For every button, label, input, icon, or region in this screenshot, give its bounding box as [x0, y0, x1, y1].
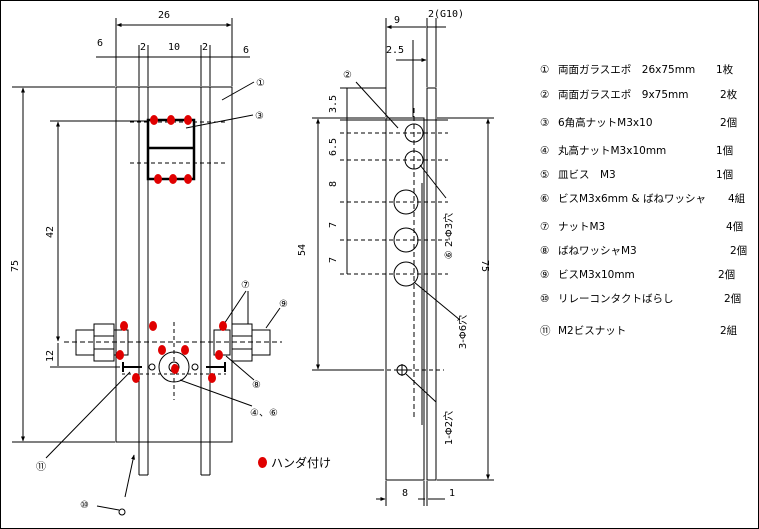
dim-2-5: 2.5 [386, 45, 404, 56]
label-hole-bottom: 1-Φ2穴 [442, 411, 455, 445]
dim-54: 54 [297, 244, 308, 256]
callout-9: ⑨ [279, 299, 288, 310]
hex-nut-outline [146, 118, 196, 181]
solder-dot [169, 174, 177, 184]
solder-dot [120, 321, 128, 331]
solder-dot [219, 321, 227, 331]
callout-2: ② [343, 70, 352, 81]
dim-width-26: 26 [158, 10, 170, 21]
solder-dot [116, 350, 124, 360]
solder-dot [154, 174, 162, 184]
side-view [312, 18, 494, 506]
solder-dot [184, 115, 192, 125]
dim-right-6: 6 [243, 45, 249, 56]
dim-6-5: 6.5 [328, 138, 339, 156]
dim-42: 42 [45, 226, 56, 238]
solder-dot [167, 115, 175, 125]
side-board-outline [385, 117, 425, 481]
dim-top-9: 9 [394, 15, 400, 26]
dim-gap-left-2: 2 [140, 42, 146, 53]
dim-thick-1: 1 [449, 488, 455, 499]
solder-dot [181, 345, 189, 355]
solder-dot-legend [258, 457, 267, 468]
callout-8: ⑧ [252, 380, 261, 391]
callout-7: ⑦ [241, 280, 250, 291]
side-strip-g10 [426, 87, 437, 481]
solder-dot [149, 321, 157, 331]
dim-height-75: 75 [10, 260, 21, 272]
label-hole-small: ⑥ 2-Φ3穴 [442, 213, 455, 259]
dim-center-10: 10 [168, 42, 180, 53]
solder-dot [150, 115, 158, 125]
callout-3: ③ [255, 111, 264, 122]
dim-g10: 2(G10) [428, 9, 464, 20]
dim-width-8: 8 [402, 488, 408, 499]
solder-dot [215, 350, 223, 360]
dim-7a: 7 [328, 222, 339, 228]
callout-4-6: ④、⑥ [250, 408, 278, 419]
dim-gap-right-2: 2 [202, 42, 208, 53]
front-board-outline [115, 86, 233, 443]
dim-left-6: 6 [97, 38, 103, 49]
solder-legend: ハンダ付け [258, 454, 331, 471]
solder-points [116, 115, 227, 383]
solder-dot [132, 373, 140, 383]
dim-7b: 7 [328, 257, 339, 263]
callout-11: ⑪ [36, 461, 46, 473]
front-view [12, 18, 282, 516]
solder-dot [171, 364, 179, 374]
callout-1: ① [256, 78, 265, 89]
dim-3-5: 3.5 [328, 95, 339, 113]
solder-legend-label: ハンダ付け [271, 456, 332, 470]
dim-side-75: 75 [479, 260, 490, 272]
dim-12: 12 [45, 350, 56, 362]
label-hole-big: 3-Φ6穴 [456, 315, 469, 349]
solder-dot [184, 174, 192, 184]
callout-10: ⑩ [80, 500, 89, 511]
dim-8: 8 [328, 181, 339, 187]
solder-dot [158, 345, 166, 355]
solder-dot [208, 373, 216, 383]
